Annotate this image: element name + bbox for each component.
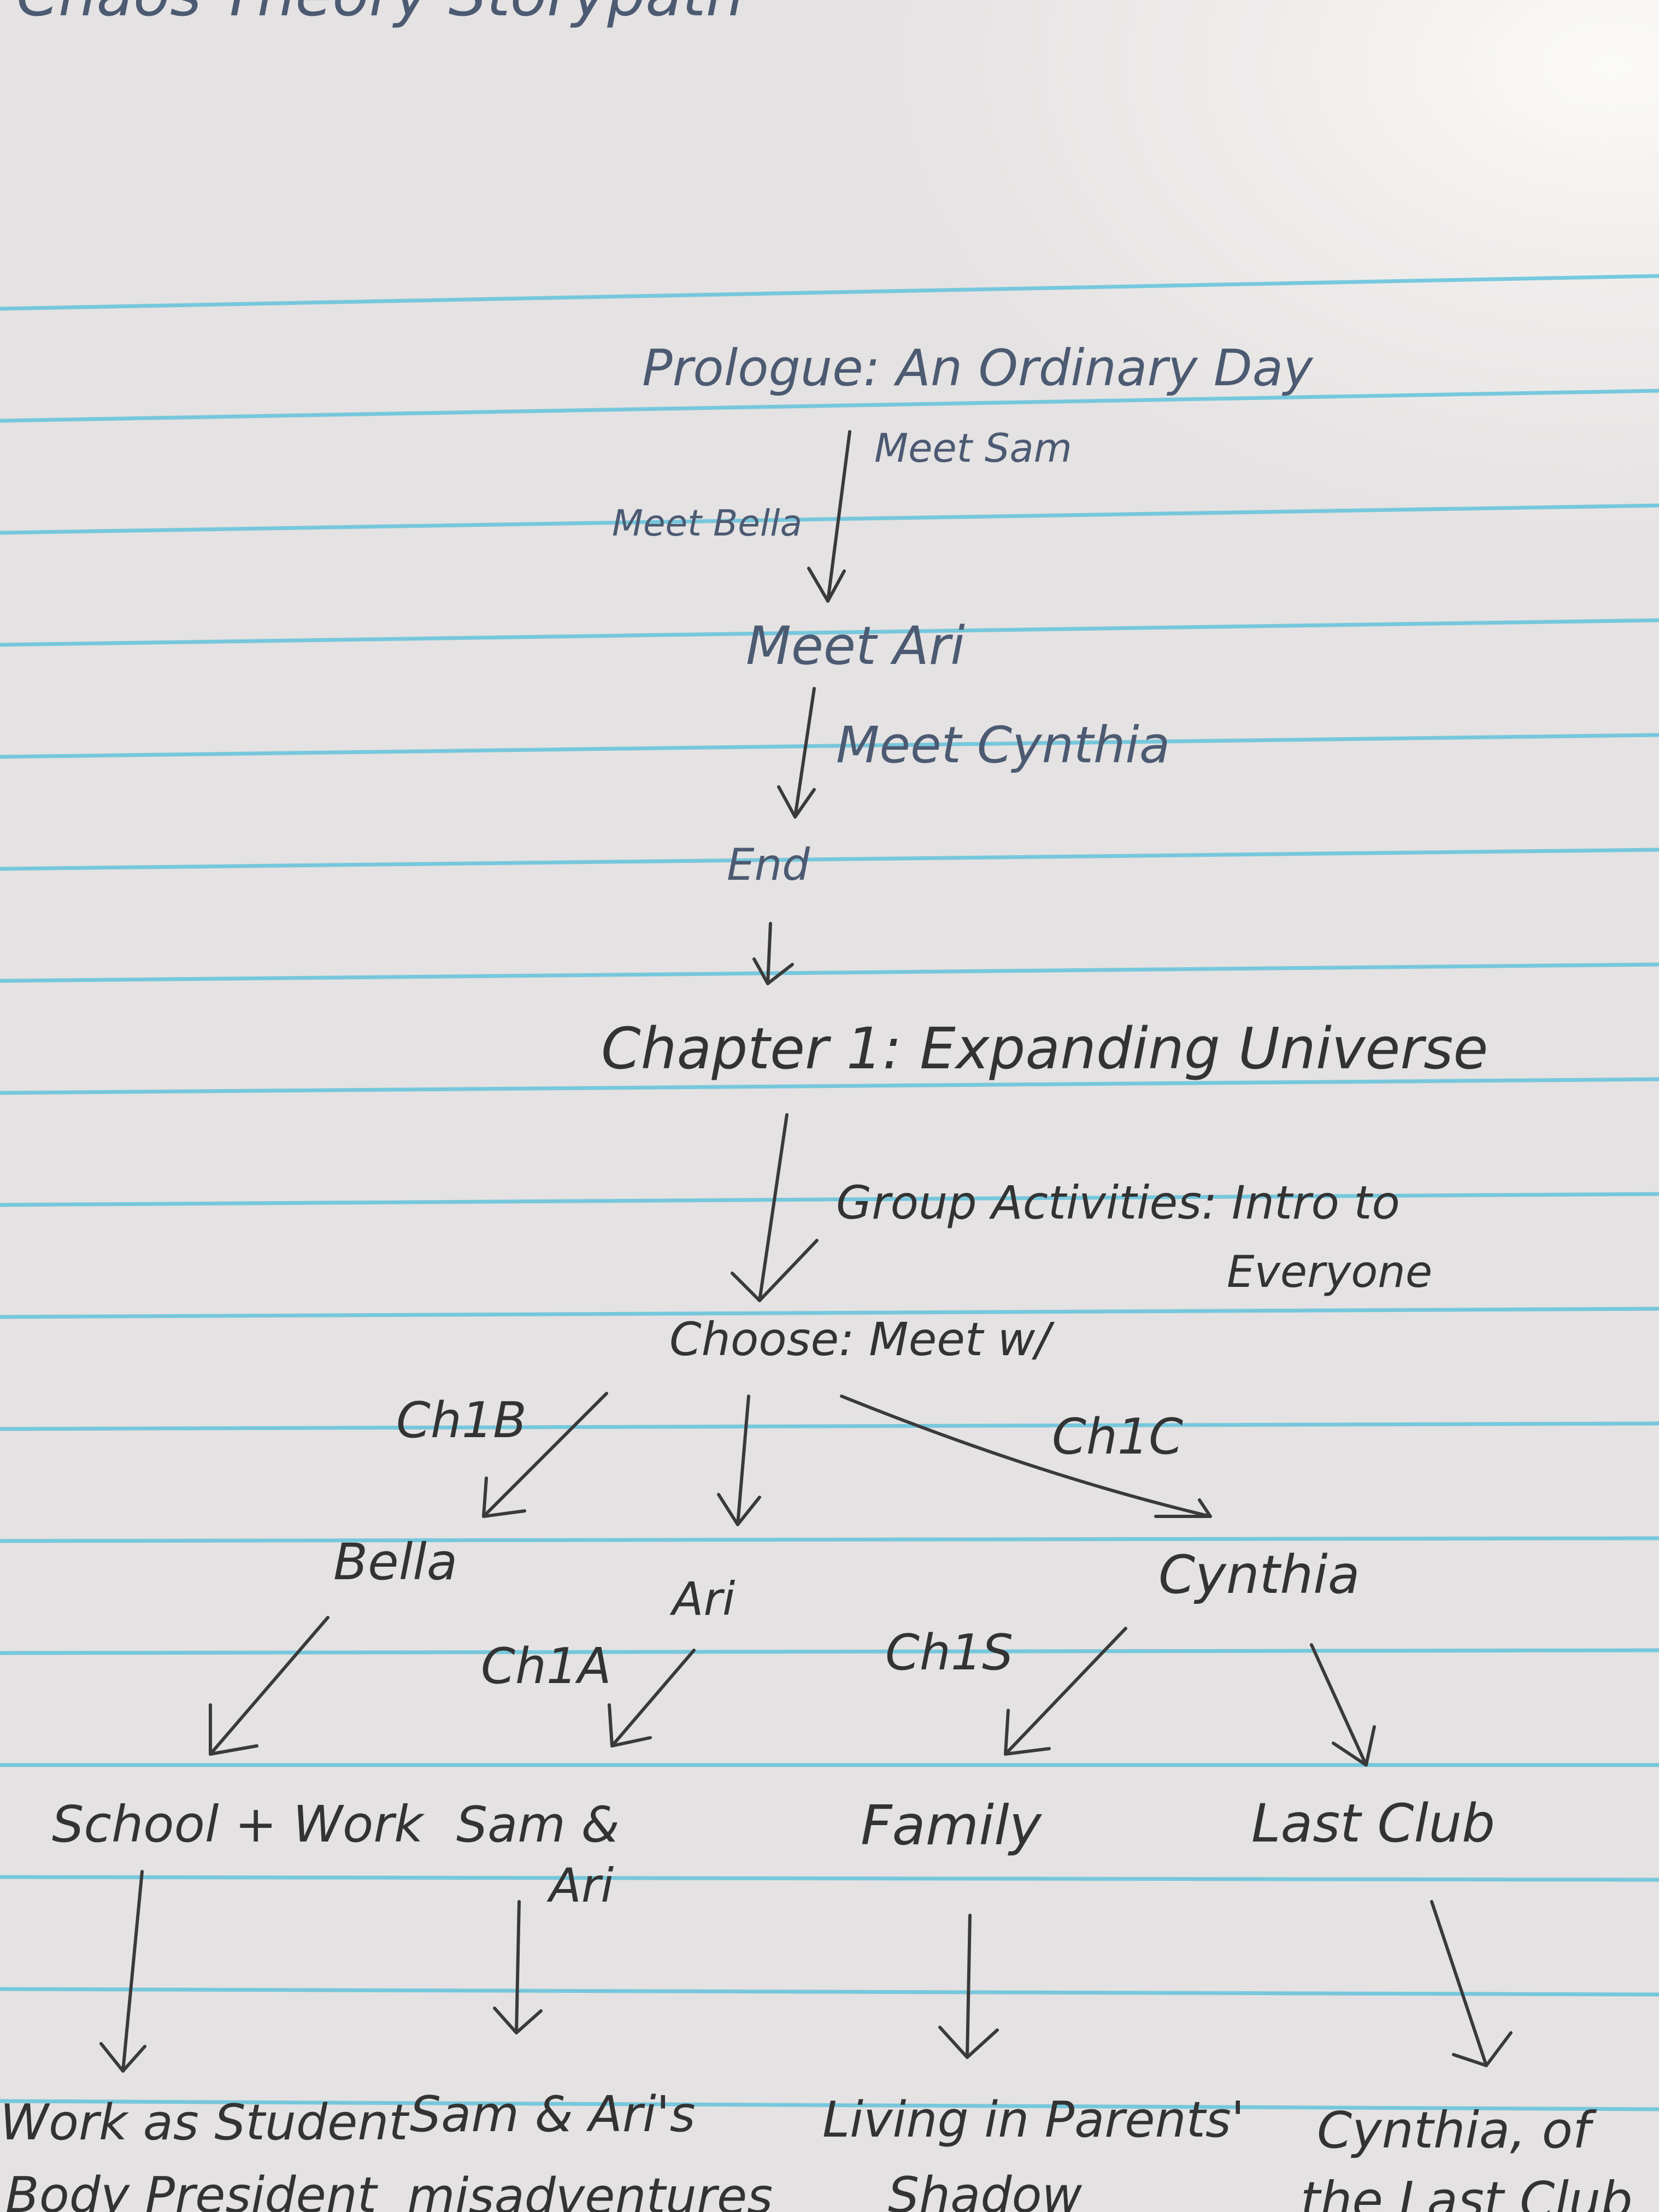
edge-label-ch1a: Ch1A xyxy=(481,1638,611,1695)
node-bella: Bella xyxy=(333,1533,457,1591)
node-work-student: Work as Student xyxy=(0,2094,410,2151)
node-living-parents: Living in Parents' xyxy=(822,2091,1245,2149)
arrow-head xyxy=(1004,1709,1051,1756)
node-family: Family xyxy=(861,1793,1043,1857)
node-end: End xyxy=(727,839,810,890)
edge-label-group-activities-2: Everyone xyxy=(1227,1246,1432,1297)
arrow-ari-to-samari xyxy=(610,1649,696,1748)
arrow-head xyxy=(938,2026,999,2059)
edge-label-meet-cynthia: Meet Cynthia xyxy=(836,716,1170,774)
arrow-head xyxy=(1332,1725,1376,1767)
arrow-prologue-to-ari xyxy=(826,430,851,603)
arrow-head xyxy=(209,1703,258,1756)
arrow-head xyxy=(608,1703,652,1748)
arrow-bella-to-school xyxy=(209,1616,330,1756)
edge-label-ch1b: Ch1B xyxy=(396,1392,527,1449)
arrow-head xyxy=(731,1239,819,1302)
node-prologue: Prologue: An Ordinary Day xyxy=(642,339,1314,397)
arrows xyxy=(99,430,1513,2073)
node-meet-ari: Meet Ari xyxy=(746,615,965,676)
arrow-cynthia-to-family xyxy=(1004,1627,1127,1756)
node-sam-ari: Sam & xyxy=(456,1796,620,1854)
arrow-head xyxy=(1154,1498,1212,1518)
node-chapter1: Chapter 1: Expanding Universe xyxy=(601,1015,1488,1082)
node-school-work: School + Work xyxy=(52,1795,425,1854)
arrow-school-to-work xyxy=(121,1870,144,2073)
node-sam-ari-2: Ari xyxy=(546,1858,614,1913)
node-misadventures: Sam & Ari's xyxy=(410,2086,696,2143)
arrow-head xyxy=(1452,2031,1513,2067)
edge-label-ch1s: Ch1S xyxy=(885,1624,1013,1681)
edge-label-meet-bella: Meet Bella xyxy=(612,502,802,544)
node-work-student-2: Body President xyxy=(5,2167,379,2212)
node-cynthia: Cynthia xyxy=(1158,1544,1360,1605)
arrow-family-to-living xyxy=(966,1914,972,2059)
node-choose: Choose: Meet w/ xyxy=(669,1313,1055,1366)
arrow-samari-to-misadventures xyxy=(515,1900,521,2034)
edge-label-ch1c: Ch1C xyxy=(1052,1408,1183,1466)
node-last-club: Last Club xyxy=(1251,1793,1495,1854)
node-misadventures-2: misadventures xyxy=(407,2168,773,2212)
arrow-head xyxy=(807,567,846,603)
node-living-parents-2: Shadow xyxy=(888,2167,1083,2212)
arrow-head xyxy=(99,2042,146,2073)
arrow-chapter1-to-choose xyxy=(758,1113,789,1302)
arrow-cynthia-to-lastclub xyxy=(1310,1643,1368,1767)
arrow-choose-to-cynthia xyxy=(840,1395,1212,1518)
arrow-lastclub-to-cynthia xyxy=(1430,1900,1488,2067)
ruled-lines xyxy=(0,274,1659,2111)
arrow-head xyxy=(777,785,816,819)
page-title: Chaos Theory Storypath xyxy=(16,0,744,30)
arrow-choose-to-bella xyxy=(482,1392,608,1518)
node-cynthia-of-2: the Last Club xyxy=(1301,2171,1633,2212)
node-cynthia-of: Cynthia, of xyxy=(1317,2101,1597,2160)
arrow-choose-to-ari xyxy=(736,1395,750,1526)
arrow-head xyxy=(482,1476,526,1518)
arrow-head xyxy=(752,957,794,985)
arrow-head xyxy=(717,1493,761,1526)
arrow-ari-to-end xyxy=(793,687,816,819)
arrow-head xyxy=(493,2007,543,2034)
arrow-end-to-chapter1 xyxy=(766,922,772,985)
edge-label-meet-sam: Meet Sam xyxy=(874,425,1072,471)
edge-label-group-activities: Group Activities: Intro to xyxy=(836,1176,1400,1229)
node-ari: Ari xyxy=(669,1572,735,1626)
